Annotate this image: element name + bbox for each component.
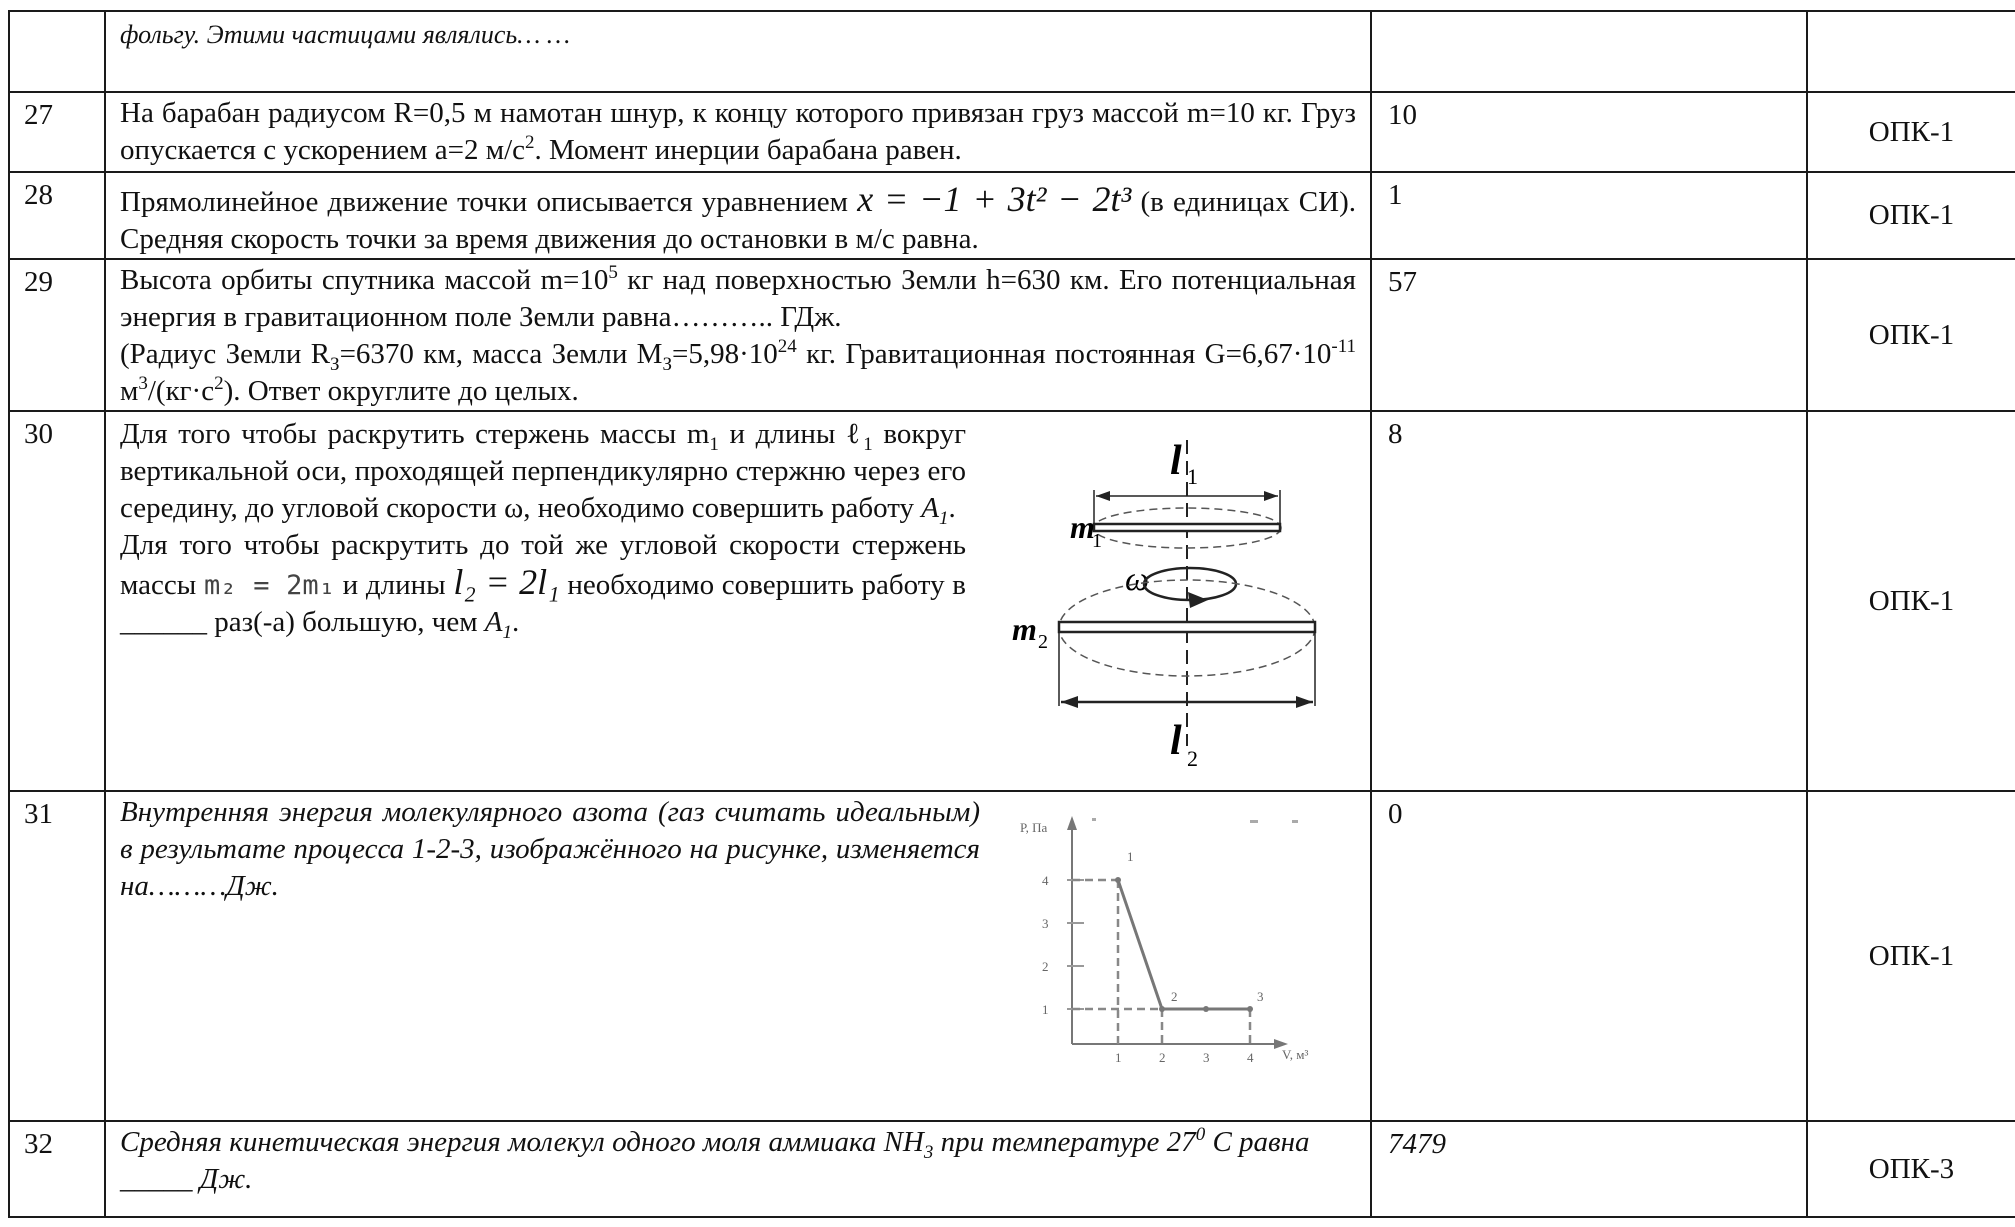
m1-label: m [1070,509,1095,545]
pv-xtick: 4 [1247,1050,1254,1065]
pv-point-label: 1 [1127,849,1134,864]
m2-label: m [1012,611,1037,647]
question-number: 30 [8,410,106,792]
competency-cell: ОПК-1 [1806,171,2015,260]
m1-sub: 1 [1092,530,1102,552]
question-number: 31 [8,790,106,1122]
competency-cell: ОПК-1 [1806,91,2015,173]
pv-ylabel: Р, Па [1020,820,1047,835]
answer-cell: 57 [1370,258,1808,412]
competency-cell: ОПК-1 [1806,790,2015,1122]
answer-cell: 7479 [1370,1120,1808,1218]
l2-sub: 2 [1187,746,1198,771]
answer-cell: 1 [1370,171,1808,260]
pv-xtick: 1 [1115,1050,1122,1065]
question-text: Высота орбиты спутника массой m=105 кг н… [104,258,1372,412]
answer-cell: 8 [1370,410,1808,792]
answer-cell: 10 [1370,91,1808,173]
table-row: 29 Высота орбиты спутника массой m=105 к… [8,258,2015,412]
length-formula: l₂ = 2l₁ [453,562,560,602]
pv-ytick: 4 [1042,873,1049,888]
question-number: 28 [8,171,106,260]
table-row: 32 Средняя кинетическая энергия молекул … [8,1120,2015,1218]
pv-diagram: Р, Па V, м³ 4 3 2 1 1 2 3 4 1 2 3 [1020,816,1308,1065]
rod-rotation-figure: l 1 m 1 ω m 2 [1012,438,1317,771]
table-row: 28 Прямолинейное движение точки описывае… [8,171,2015,260]
motion-formula: x = −1 + 3t² − 2t³ [857,179,1132,219]
pv-xtick: 3 [1203,1050,1210,1065]
answer-cell: 0 [1370,790,1808,1122]
mass-formula: m₂ = 2m₁ [203,570,335,601]
question-number: 32 [8,1120,106,1218]
question-text: На барабан радиусом R=0,5 м намотан шнур… [104,91,1372,173]
pv-point-label: 3 [1257,989,1264,1004]
question-text: Внутренняя энергия молекулярного азота (… [104,790,1372,1122]
question-text: Средняя кинетическая энергия молекул одн… [104,1120,1372,1218]
question-text: Прямолинейное движение точки описывается… [104,171,1372,260]
pv-ytick: 2 [1042,959,1049,974]
pv-ytick: 3 [1042,916,1049,931]
table-row: фольгу. Этими частицами являлись… … [8,10,2015,93]
l2-label: l [1170,718,1182,764]
competency-cell: ОПК-1 [1806,410,2015,792]
question-number: 29 [8,258,106,412]
question-text: Для того чтобы раскрутить стержень массы… [104,410,1372,792]
pv-xlabel: V, м³ [1282,1047,1308,1062]
question-number [8,10,106,93]
pv-point-label: 2 [1171,989,1178,1004]
pv-ytick: 1 [1042,1002,1049,1017]
competency-cell: ОПК-3 [1806,1120,2015,1218]
l1-label: l [1170,438,1182,484]
question-table: фольгу. Этими частицами являлись… … 27 Н… [8,10,2015,1218]
question-text: фольгу. Этими частицами являлись… … [104,10,1372,93]
l1-sub: 1 [1187,464,1198,489]
competency-cell: ОПК-1 [1806,258,2015,412]
m2-sub: 2 [1038,631,1048,653]
pv-xtick: 2 [1159,1050,1166,1065]
table-row: 27 На барабан радиусом R=0,5 м намотан ш… [8,91,2015,173]
competency-cell [1806,10,2015,93]
table-row: 31 Внутренняя энергия молекулярного азот… [8,790,2015,1122]
answer-cell [1370,10,1808,93]
question-number: 27 [8,91,106,173]
table-row: 30 Для того чтобы раскрутить стержень ма… [8,410,2015,792]
